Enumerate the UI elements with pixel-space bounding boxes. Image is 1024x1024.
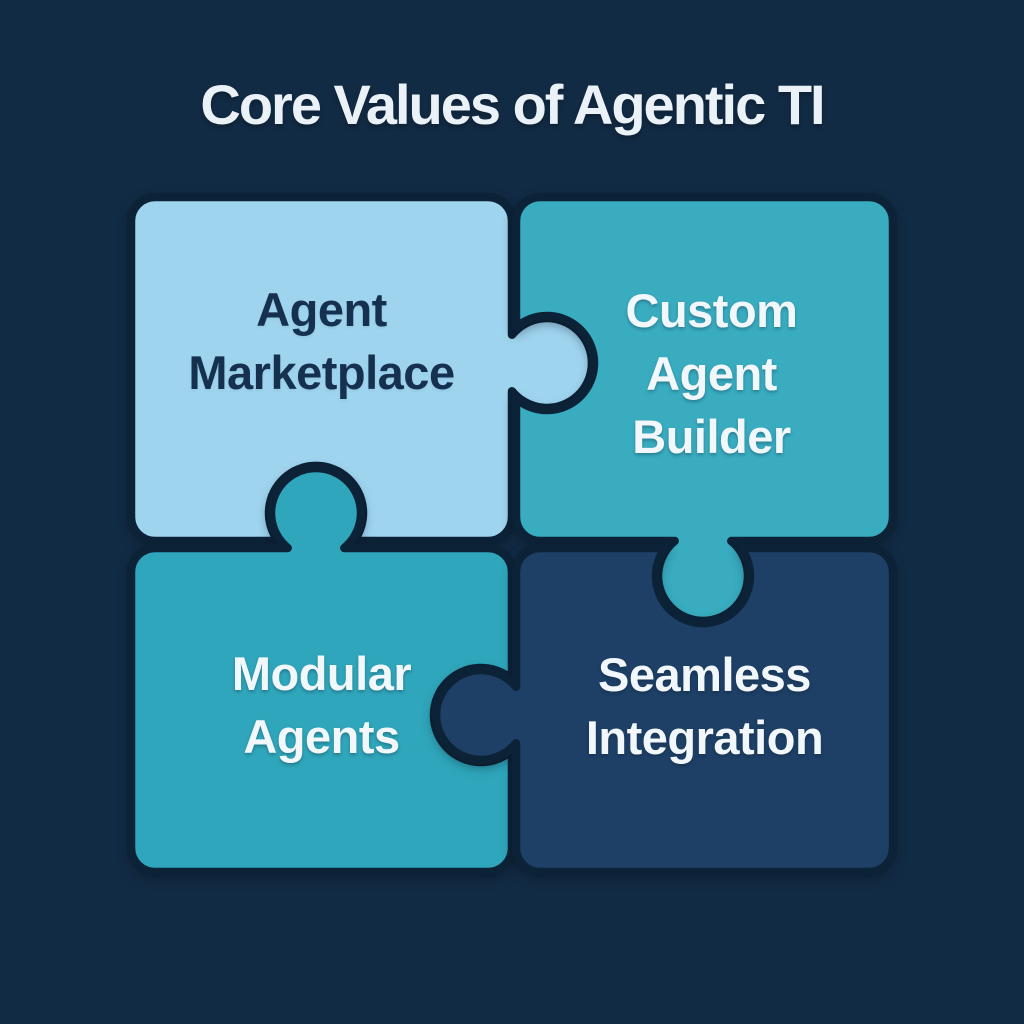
diagram-title: Core Values of Agentic TI	[200, 73, 825, 136]
puzzle-piece-seamless-integration	[431, 543, 898, 877]
puzzle-piece-custom-agent-builder	[511, 192, 898, 626]
